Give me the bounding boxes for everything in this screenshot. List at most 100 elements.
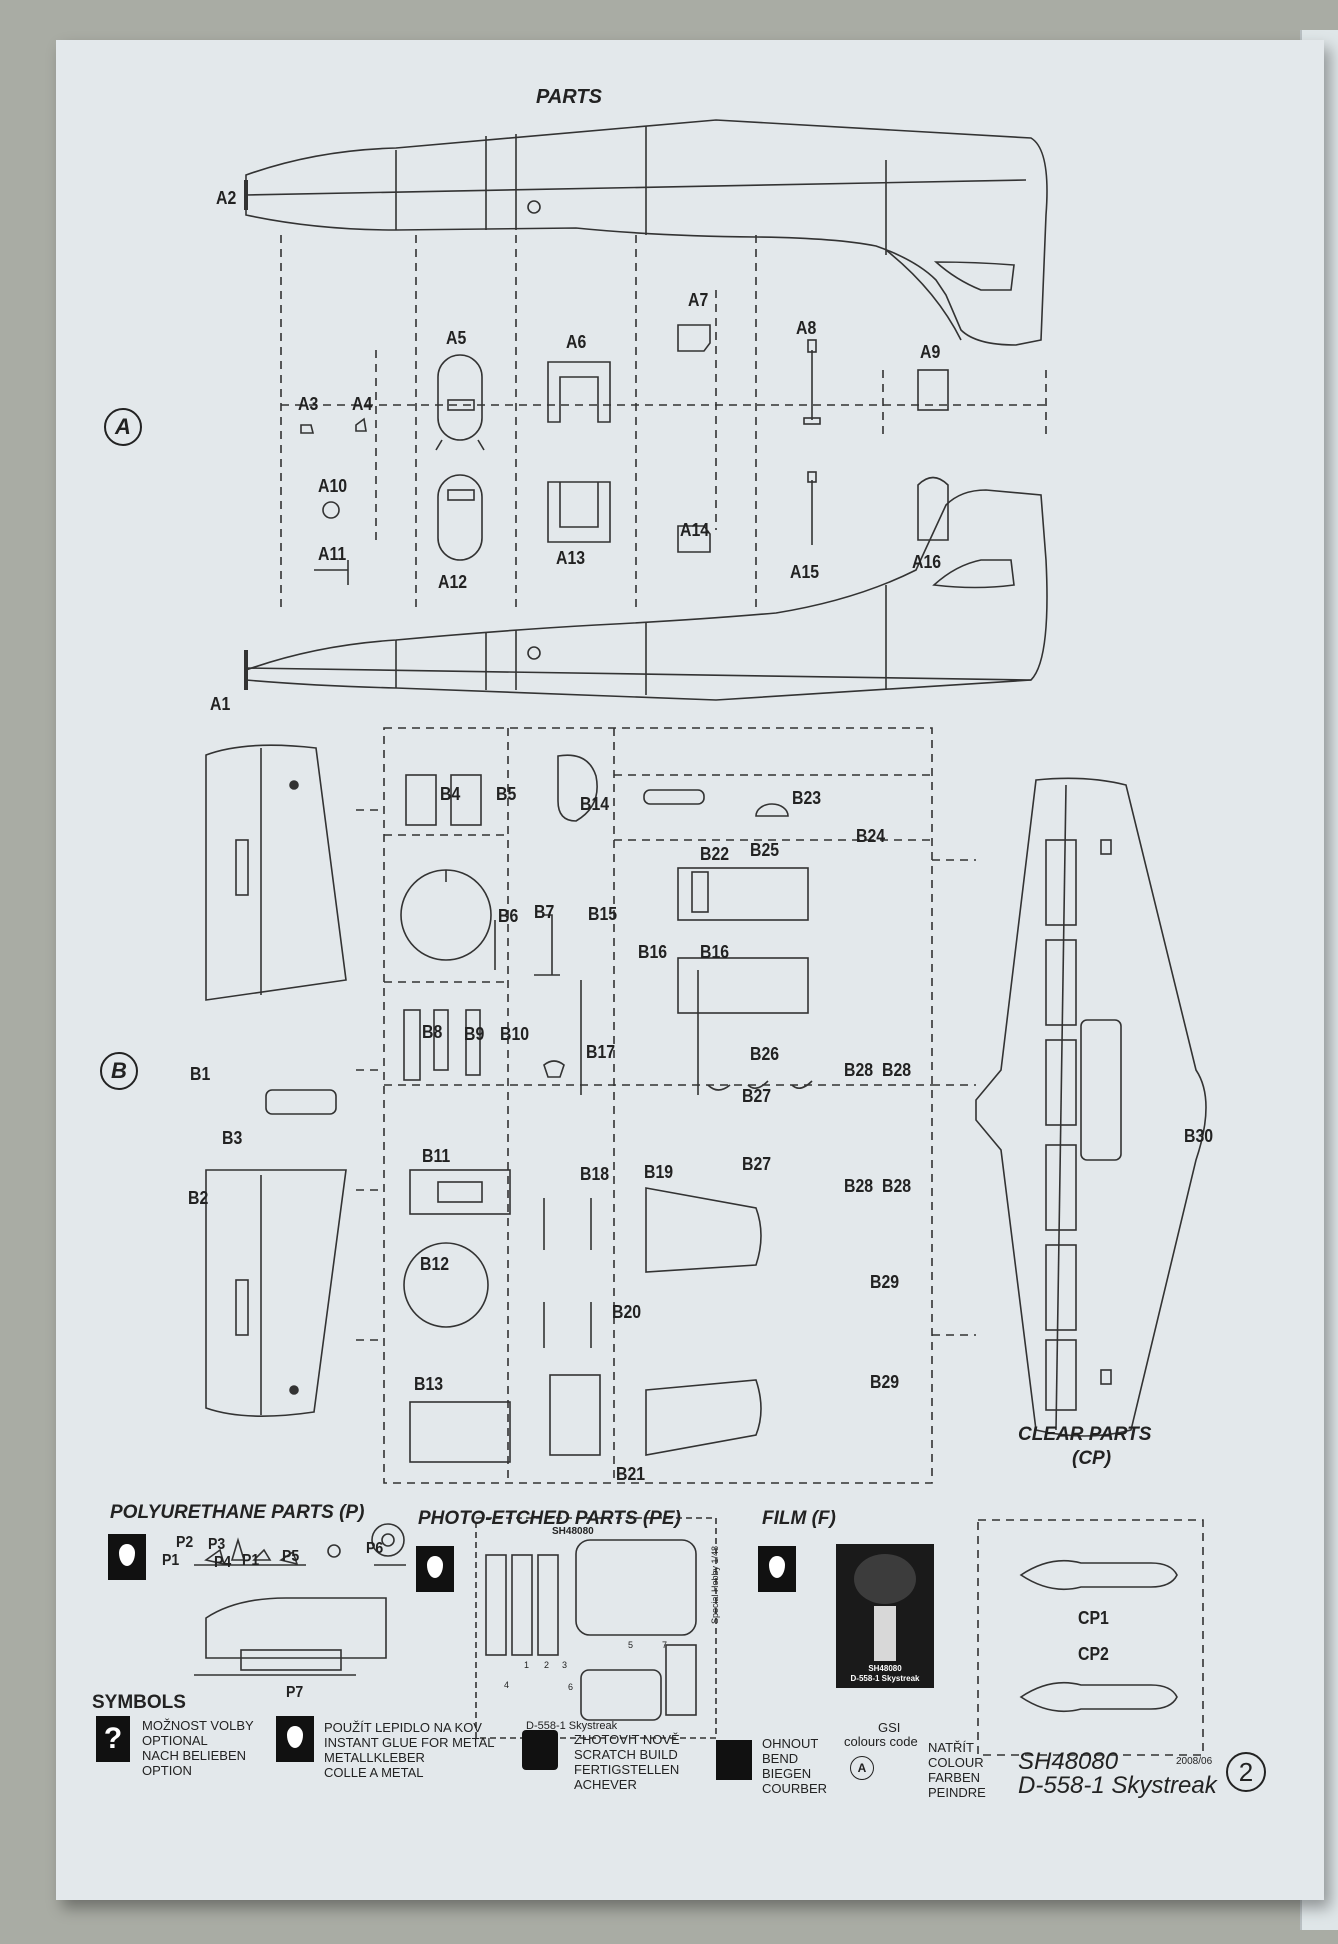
- instant-glue-icon: [276, 1716, 314, 1762]
- bend-icon: [716, 1740, 752, 1780]
- pe-num-7: 7: [662, 1640, 668, 1650]
- label-b22: B22: [700, 844, 730, 864]
- label-b14: B14: [580, 794, 610, 814]
- label-a7: A7: [688, 290, 709, 310]
- label-b4: B4: [440, 784, 461, 804]
- film-name: D-558-1 Skystreak: [850, 1674, 920, 1683]
- symbols-title: SYMBOLS: [92, 1692, 186, 1713]
- label-a14: A14: [680, 520, 710, 540]
- label-b10: B10: [500, 1024, 530, 1044]
- label-p3: P3: [208, 1536, 226, 1553]
- label-b28-3: B28: [844, 1176, 874, 1196]
- label-a4: A4: [352, 394, 373, 414]
- label-a1: A1: [210, 694, 231, 714]
- sprue-a-badge: A: [104, 408, 142, 446]
- label-b29-top: B29: [870, 1272, 900, 1292]
- label-b11: B11: [422, 1146, 451, 1166]
- label-a9: A9: [920, 342, 941, 362]
- pe-code: SH48080: [552, 1526, 594, 1537]
- label-b28-1: B28: [844, 1060, 874, 1080]
- label-b19: B19: [644, 1162, 674, 1182]
- label-a3: A3: [298, 394, 319, 414]
- footer-code: SH48080: [1018, 1748, 1119, 1775]
- tailplane-b1: [205, 744, 347, 1001]
- pe-fret: [475, 1517, 717, 1739]
- label-a12: A12: [438, 572, 468, 592]
- label-p6: P6: [366, 1540, 384, 1557]
- film-panel: SH48080 D-558-1 Skystreak: [836, 1544, 934, 1688]
- instruction-sheet: PARTS A B A2 A3 A4 A5 A6 A7 A8 A9 A10 A1…: [56, 40, 1324, 1900]
- pe-side-text: Special Hobby 1/48: [710, 1545, 721, 1625]
- label-b26: B26: [750, 1044, 780, 1064]
- part-b3: [265, 1089, 337, 1115]
- pe-num-5: 5: [628, 1640, 634, 1650]
- label-b13: B13: [414, 1374, 444, 1394]
- label-b25: B25: [750, 840, 780, 860]
- fuselage-a1: [244, 489, 1048, 701]
- label-b27-bottom: B27: [742, 1154, 772, 1174]
- label-b16-right: B16: [700, 942, 730, 962]
- footer-model: D-558-1 Skystreak: [1018, 1772, 1217, 1799]
- gsi-title: GSI: [878, 1720, 901, 1735]
- label-b21: B21: [616, 1464, 646, 1484]
- label-b29-bottom: B29: [870, 1372, 900, 1392]
- label-b2: B2: [188, 1188, 209, 1208]
- label-b23: B23: [792, 788, 822, 808]
- parts-title: PARTS: [536, 86, 602, 108]
- fuselage-a2: [244, 119, 1048, 346]
- label-b5: B5: [496, 784, 517, 804]
- pe-num-6: 6: [568, 1682, 574, 1692]
- label-b18: B18: [580, 1164, 610, 1184]
- gsi-subtitle: colours code: [844, 1734, 918, 1749]
- symbol-colour-text: NATŘÍT COLOUR FARBEN PEINDRE: [928, 1740, 986, 1800]
- parts-drawing: [194, 119, 1207, 1756]
- label-b28-2: B28: [882, 1060, 912, 1080]
- film-title: FILM (F): [762, 1508, 836, 1529]
- symbol-glue-text: POUŽÍT LEPIDLO NA KOV INSTANT GLUE FOR M…: [324, 1720, 495, 1780]
- label-b12: B12: [420, 1254, 450, 1274]
- pe-num-4: 4: [504, 1680, 510, 1690]
- page-number: 2: [1226, 1752, 1266, 1792]
- clear-parts-code: (CP): [1072, 1448, 1112, 1469]
- symbol-optional-text: MOŽNOST VOLBY OPTIONAL NACH BELIEBEN OPT…: [142, 1718, 254, 1778]
- glue-drop-icon-poly: [108, 1534, 146, 1580]
- label-b24: B24: [856, 826, 886, 846]
- symbol-scratch-text: ZHOTOVIT NOVĚ SCRATCH BUILD FERTIGSTELLE…: [574, 1732, 680, 1792]
- polyurethane-title: POLYURETHANE PARTS (P): [110, 1502, 365, 1523]
- tailplane-b2: [205, 1169, 347, 1417]
- sprue-b-frame: [356, 727, 976, 1484]
- polyurethane-parts: [194, 1523, 406, 1676]
- clear-parts-title: CLEAR PARTS: [1018, 1424, 1152, 1445]
- glue-drop-icon-film: [758, 1546, 796, 1592]
- label-p1-right: P1: [242, 1552, 260, 1569]
- label-a11: A11: [318, 544, 347, 564]
- sprue-a-small-parts: [300, 324, 949, 585]
- label-a13: A13: [556, 548, 586, 568]
- scratch-build-icon: [522, 1730, 558, 1770]
- label-a5: A5: [446, 328, 467, 348]
- label-b30: B30: [1184, 1126, 1214, 1146]
- wing-b30: [975, 777, 1207, 1437]
- pe-title: PHOTO-ETCHED PARTS (PE): [418, 1508, 681, 1529]
- pe-num-3: 3: [562, 1660, 568, 1670]
- label-b8: B8: [422, 1022, 443, 1042]
- film-code: SH48080: [868, 1664, 902, 1673]
- gsi-colour-icon: A: [850, 1756, 874, 1780]
- clear-parts-frame: [977, 1519, 1204, 1756]
- label-cp2: CP2: [1078, 1644, 1109, 1664]
- label-b3: B3: [222, 1128, 243, 1148]
- label-b9: B9: [464, 1024, 485, 1044]
- label-a8: A8: [796, 318, 817, 338]
- footer-date: 2008/06: [1176, 1756, 1213, 1767]
- label-a6: A6: [566, 332, 587, 352]
- pe-num-2: 2: [544, 1660, 550, 1670]
- label-p5: P5: [282, 1548, 300, 1565]
- sprue-b-small-parts: [400, 754, 813, 1463]
- label-b17: B17: [586, 1042, 616, 1062]
- label-a15: A15: [790, 562, 820, 582]
- label-b15: B15: [588, 904, 618, 924]
- symbol-bend-text: OHNOUT BEND BIEGEN COURBER: [762, 1736, 828, 1796]
- glue-drop-icon-pe: [416, 1546, 454, 1592]
- label-b6: B6: [498, 906, 519, 926]
- label-b20: B20: [612, 1302, 642, 1322]
